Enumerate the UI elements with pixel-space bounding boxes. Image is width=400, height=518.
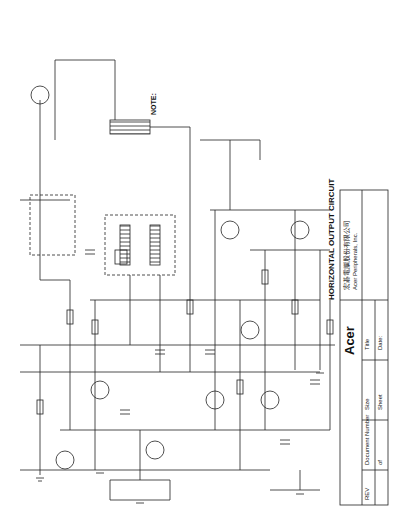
flyback-outline [105,215,175,275]
sheet-title: HORIZONTAL OUTPUT CIRCUIT [328,179,336,300]
title-field: Sheet [377,394,383,410]
company-name: 宏碁電腦股份有限公司 [343,220,350,290]
title-field: Document Number [364,415,370,465]
title-field: Title [364,339,370,350]
title-field: Date: [377,336,383,350]
company-name: Acer Peripherals, Inc. [352,233,358,290]
title-field: of [377,460,383,465]
note-heading: NOTE: [150,93,157,115]
company-logo: Acer [343,326,356,355]
title-field: Size [364,398,370,410]
title-block [340,190,388,505]
title-field: REV [364,488,370,500]
